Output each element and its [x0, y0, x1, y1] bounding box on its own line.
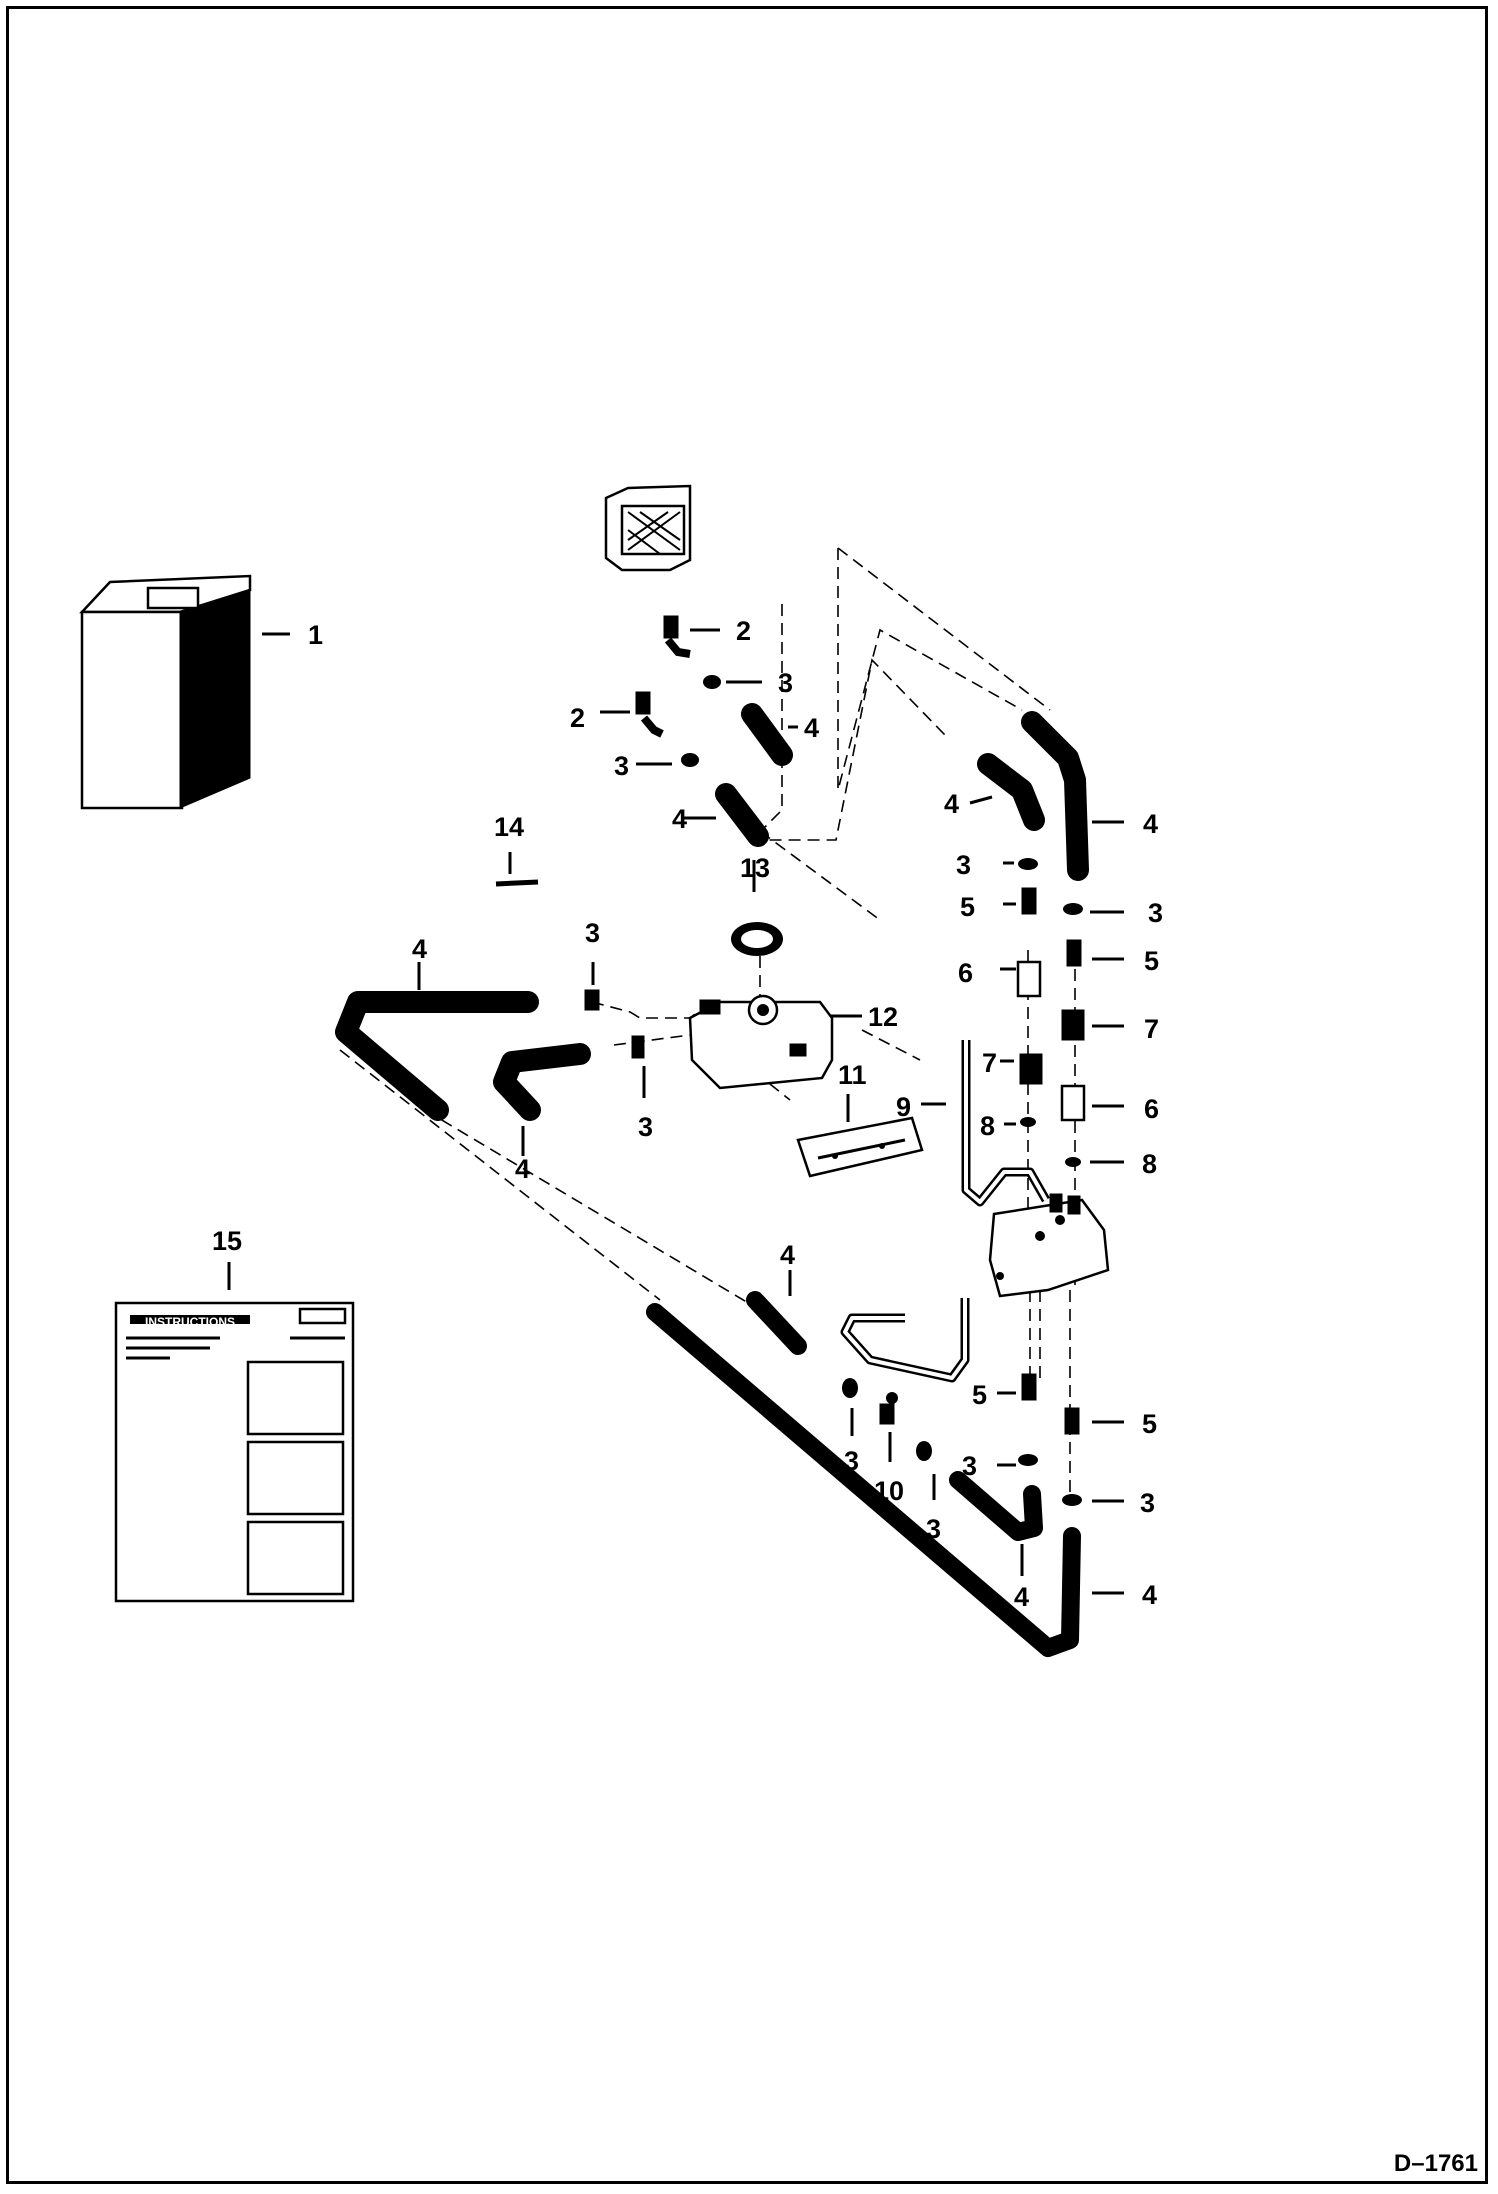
bracket-plate: [796, 1116, 924, 1178]
instruction-sheet: INSTRUCTIONS: [114, 1262, 355, 1603]
callout-8: 8: [1142, 1149, 1157, 1179]
pin: [495, 852, 539, 887]
instruction-sheet-heading: INSTRUCTIONS: [145, 1315, 235, 1329]
callout-4: 4: [1143, 809, 1158, 839]
callout-4: 4: [515, 1154, 530, 1184]
callout-3: 3: [614, 751, 629, 781]
callout-3: 3: [1140, 1488, 1155, 1518]
callout-4: 4: [672, 804, 687, 834]
callout-5: 5: [960, 892, 975, 922]
callout-3: 3: [926, 1514, 941, 1544]
callout-3: 3: [956, 850, 971, 880]
callout-9: 9: [896, 1092, 911, 1122]
callout-1: 1: [308, 620, 323, 650]
callout-3: 3: [844, 1446, 859, 1476]
callout-3: 3: [638, 1112, 653, 1142]
callout-10: 10: [874, 1476, 904, 1506]
callout-8: 8: [980, 1111, 995, 1141]
callout-4: 4: [1142, 1580, 1157, 1610]
callout-3: 3: [1148, 898, 1163, 928]
callout-11: 11: [838, 1060, 867, 1090]
callout-labels: 1 2 2 3 3 3 3 3 3 3 3 3 3 4 4 4 4 4 4 4 …: [212, 616, 1163, 1612]
drawing-border: [6, 6, 1488, 2184]
callout-15: 15: [212, 1226, 242, 1256]
callout-3: 3: [585, 918, 600, 948]
callout-13: 13: [740, 853, 770, 883]
callout-4: 4: [944, 789, 959, 819]
seal-ring: [731, 922, 783, 956]
callout-6: 6: [1144, 1094, 1159, 1124]
valve-body: [688, 994, 834, 1090]
callout-5: 5: [1142, 1409, 1157, 1439]
callout-4: 4: [1014, 1582, 1029, 1612]
callout-5: 5: [972, 1380, 987, 1410]
callout-4: 4: [804, 713, 819, 743]
callout-2: 2: [570, 703, 585, 733]
callout-5: 5: [1144, 946, 1159, 976]
leader-lines: [417, 628, 1124, 1595]
mounting-plate: [988, 1193, 1110, 1298]
callout-3: 3: [778, 668, 793, 698]
storage-box: [79, 574, 290, 810]
callout-4: 4: [780, 1240, 795, 1270]
drawing-number: D–1761: [1393, 2150, 1478, 2177]
callout-7: 7: [982, 1048, 997, 1078]
callout-4: 4: [412, 934, 427, 964]
hoses: [335, 703, 1089, 1657]
callout-6: 6: [958, 958, 973, 988]
callout-2: 2: [736, 616, 751, 646]
callout-12: 12: [868, 1002, 898, 1032]
callout-7: 7: [1144, 1014, 1159, 1044]
callout-3: 3: [962, 1451, 977, 1481]
valve-cylinder: [604, 484, 692, 572]
callout-14: 14: [494, 812, 524, 842]
fittings: [584, 615, 1086, 1506]
hydraulic-tubes: [840, 1040, 1050, 1383]
